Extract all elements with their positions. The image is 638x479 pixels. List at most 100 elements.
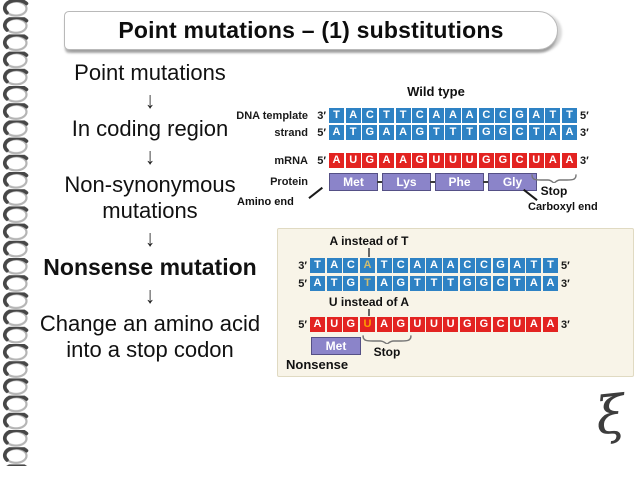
rna-substitution-annotation: U instead of A xyxy=(328,295,410,309)
nucleotide: A xyxy=(310,317,326,332)
nucleotide: C xyxy=(393,258,409,273)
amino-acid-box-met: Met xyxy=(311,337,361,355)
nucleotide: A xyxy=(526,317,542,332)
dna-template-label: DNA template xyxy=(236,110,308,122)
calligraphic-flourish-icon: ξ xyxy=(592,384,628,448)
nucleotide: A xyxy=(426,258,442,273)
prime-label: 3′ xyxy=(561,277,570,290)
nucleotide: A xyxy=(409,258,425,273)
nucleotide: G xyxy=(495,125,511,140)
peptide-connector xyxy=(483,181,489,183)
nucleotide: T xyxy=(329,108,345,123)
nucleotide: C xyxy=(495,108,511,123)
nucleotide: A xyxy=(326,258,342,273)
nucleotide: A xyxy=(329,125,345,140)
prime-label: 5′ xyxy=(317,154,326,167)
amino-end-label: Amino end xyxy=(237,196,294,208)
nucleotide: T xyxy=(545,108,561,123)
substituted-nucleotide: U xyxy=(359,317,375,332)
nucleotide: G xyxy=(512,108,528,123)
prime-label: 5′ xyxy=(317,126,326,139)
nucleotide: G xyxy=(343,317,359,332)
nucleotide: A xyxy=(545,153,561,168)
nucleotide: U xyxy=(528,153,544,168)
nucleotide: T xyxy=(528,125,544,140)
nucleotide: G xyxy=(412,153,428,168)
prime-label: 5′ xyxy=(561,259,570,272)
nucleotide: G xyxy=(393,317,409,332)
nucleotide: T xyxy=(378,108,394,123)
nucleotide: G xyxy=(478,125,494,140)
page-title: Point mutations – (1) substitutions xyxy=(118,17,504,43)
prime-label: 5′ xyxy=(580,109,589,122)
nucleotide: U xyxy=(409,317,425,332)
nucleotide: A xyxy=(310,276,326,291)
down-arrow-icon: ↓ xyxy=(145,143,155,170)
nucleotide: A xyxy=(378,153,394,168)
nucleotide: A xyxy=(443,258,459,273)
flow-step-nonsense-mutation: Nonsense mutation xyxy=(43,254,257,280)
nucleotide: T xyxy=(426,276,442,291)
peptide-connector xyxy=(430,181,436,183)
nucleotide: T xyxy=(462,125,478,140)
amino-acid-box-phe: Phe xyxy=(435,173,484,191)
spiral-binding-icon xyxy=(2,0,32,466)
nucleotide: C xyxy=(512,153,528,168)
flow-step-non-synonymous: Non-synonymous mutations xyxy=(64,172,236,223)
dna-substitution-annotation: A instead of T xyxy=(329,234,409,248)
nucleotide: U xyxy=(426,317,442,332)
nucleotide: C xyxy=(412,108,428,123)
nucleotide: T xyxy=(326,276,342,291)
nucleotide: G xyxy=(393,276,409,291)
nucleotide: A xyxy=(542,276,559,291)
nucleotide: U xyxy=(443,317,459,332)
nucleotide: C xyxy=(459,258,475,273)
stop-label: Stop xyxy=(373,345,401,359)
nucleotide: G xyxy=(412,125,428,140)
nucleotide: T xyxy=(561,108,578,123)
nucleotide: G xyxy=(476,276,492,291)
nucleotide: T xyxy=(542,258,559,273)
amino-end-pointer-line xyxy=(308,186,323,199)
dna-strand-label: strand xyxy=(274,127,308,139)
title-bar: Point mutations – (1) substitutions xyxy=(64,11,558,50)
down-arrow-icon: ↓ xyxy=(145,225,155,252)
substituted-nucleotide: A xyxy=(359,258,375,273)
stop-label: Stop xyxy=(540,184,568,198)
nucleotide: U xyxy=(326,317,342,332)
annotation-pointer-tick xyxy=(368,248,370,257)
flow-step-coding-region: In coding region xyxy=(71,116,229,141)
nucleotide: T xyxy=(310,258,326,273)
nucleotide: G xyxy=(459,317,475,332)
nucleotide: T xyxy=(409,276,425,291)
nucleotide: U xyxy=(462,153,478,168)
nucleotide: A xyxy=(329,153,345,168)
nucleotide: C xyxy=(478,108,494,123)
nucleotide: A xyxy=(509,258,525,273)
nucleotide: C xyxy=(493,276,509,291)
amino-acid-box-lys: Lys xyxy=(382,173,431,191)
nucleotide: T xyxy=(509,276,525,291)
nucleotide: A xyxy=(376,276,392,291)
nucleotide: U xyxy=(445,153,461,168)
nucleotide: U xyxy=(428,153,444,168)
nucleotide: G xyxy=(495,153,511,168)
mrna-label: mRNA xyxy=(274,155,308,167)
nucleotide: A xyxy=(561,153,578,168)
nucleotide: A xyxy=(542,317,559,332)
nucleotide: G xyxy=(478,153,494,168)
nucleotide: A xyxy=(462,108,478,123)
prime-label: 5′ xyxy=(298,277,307,290)
